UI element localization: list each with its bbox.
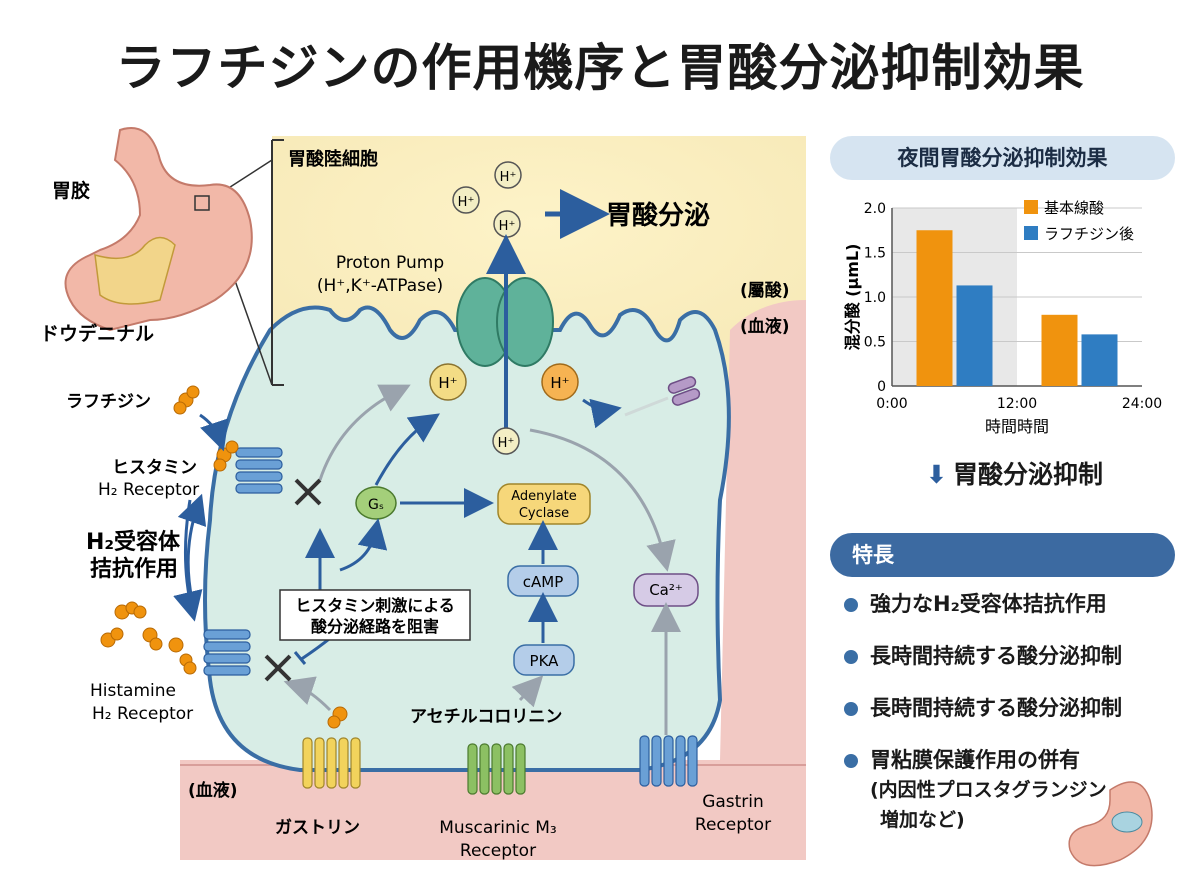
channel	[667, 376, 701, 406]
blood-region	[180, 300, 806, 860]
h2-receptor-top	[235, 447, 283, 494]
svg-text:Cyclase: Cyclase	[519, 506, 569, 521]
svg-text:Adenylate: Adenylate	[511, 489, 577, 504]
feature-item: 長時間持続する酸分泌抑制	[838, 642, 1178, 670]
legend-label: 基本線酸	[1044, 199, 1104, 217]
small-stomach-illustration	[1068, 781, 1153, 867]
feature-item: 強力なH₂受容体拮抗作用	[838, 590, 1178, 618]
lumen-label: (屬酸)	[740, 280, 790, 301]
down-arrow-icon: ⬇	[926, 460, 947, 489]
gastrin-receptor-label-2: Receptor	[695, 815, 771, 835]
blood-label-top: (血液)	[740, 316, 790, 337]
bar	[1081, 334, 1118, 386]
legend-swatch	[1024, 226, 1038, 240]
gs-node: Gₛ	[355, 486, 397, 520]
x-axis-label: 時間時間	[985, 417, 1049, 436]
histamine-en-label: Histamine	[90, 681, 176, 701]
gastrin-receptor-blue	[639, 735, 698, 787]
blood-label-bottom: (血液)	[188, 780, 238, 801]
histamine-jp-label: ヒスタミン	[112, 458, 197, 478]
bar	[916, 230, 953, 386]
legend-label: ラフチジン後	[1044, 225, 1134, 243]
page-title: ラフチジンの作用機序と胃酸分泌抑制効果	[115, 39, 1085, 97]
adenylate-cyclase: Adenylate Cyclase	[497, 483, 591, 525]
proton-pump	[456, 277, 554, 367]
suppress-label: ⬇胃酸分泌抑制	[926, 460, 1103, 489]
y-tick-label: 1.0	[864, 290, 886, 306]
block-label-1: ヒスタミン刺激による	[295, 596, 455, 615]
svg-text:H⁺: H⁺	[498, 436, 515, 451]
svg-text:H⁺: H⁺	[458, 195, 475, 210]
features-title: 特長	[830, 533, 1175, 577]
lafutidine-molecules	[100, 385, 348, 729]
svg-text:H⁺: H⁺	[499, 219, 516, 234]
block-x-top	[294, 478, 322, 506]
svg-text:H⁺: H⁺	[438, 374, 457, 392]
right-panel: 夜間胃酸分泌抑制効果	[830, 136, 1175, 180]
stomach-illustration	[64, 127, 253, 332]
feature-item: 胃粘膜保護作用の併有 (内因性プロスタグランジン 増加など)	[838, 746, 1178, 834]
muscarinic-label-2: Receptor	[460, 841, 536, 861]
svg-text:Gₛ: Gₛ	[368, 497, 384, 513]
cell-label: 胃酸陸細胞	[288, 148, 378, 170]
bar	[1041, 314, 1078, 386]
chart-title: 夜間胃酸分泌抑制効果	[830, 136, 1175, 180]
antagonism-label-1: H₂受容体	[86, 529, 181, 555]
svg-text:H⁺: H⁺	[550, 374, 569, 392]
x-tick-label: 24:00	[1122, 396, 1162, 412]
acetylcholine-label: アセチルコロリニン	[410, 707, 562, 727]
bullet-icon	[844, 754, 858, 768]
block-label-2: 酸分泌経路を阻害	[311, 617, 439, 636]
h2-receptor-bottom	[203, 629, 251, 676]
gastrin-receptor-yellow	[302, 737, 361, 789]
acid-secretion-label: 胃酸分泌	[606, 201, 710, 231]
acid-chart: 0 0.5 1.0 1.5 2.0 0:00 12:00 24:00 基本線酸ラフチジン後時間時…	[843, 199, 1162, 436]
pka-node: PKA	[513, 644, 575, 676]
feature-sub: (内因性プロスタグランジン	[870, 779, 1107, 801]
y-tick-label: 0	[877, 379, 886, 395]
svg-text:Ca²⁺: Ca²⁺	[649, 581, 683, 599]
x-tick-label: 0:00	[876, 396, 907, 412]
features-list: 強力なH₂受容体拮抗作用 長時間持続する酸分泌抑制 長時間持続する酸分泌抑制 胃…	[838, 590, 1178, 858]
y-tick-label: 0.5	[864, 335, 886, 351]
cell-h-ions: H⁺ H⁺ H⁺	[429, 363, 579, 455]
bar	[956, 285, 993, 386]
muscarinic-receptor	[467, 743, 526, 795]
bullet-icon	[844, 650, 858, 664]
x-tick-label: 12:00	[997, 396, 1037, 412]
svg-text:cAMP: cAMP	[523, 573, 564, 591]
bullet-icon	[844, 598, 858, 612]
svg-text:PKA: PKA	[530, 652, 560, 670]
parietal-cell	[203, 305, 731, 772]
ca-node: Ca²⁺	[633, 573, 699, 607]
svg-text:(H⁺,K⁺-ATPase): (H⁺,K⁺-ATPase)	[317, 276, 443, 296]
y-axis-label: 混分酸 (μmL)	[843, 244, 862, 351]
legend-swatch	[1024, 200, 1038, 214]
stomach-label: 胃胶	[52, 179, 90, 202]
muscarinic-label-1: Muscarinic M₃	[439, 818, 557, 838]
duodenum-label: ドウデニナル	[40, 322, 154, 345]
bullet-icon	[844, 702, 858, 716]
antagonism-label-2: 拮抗作用	[90, 556, 178, 582]
gastrin-receptor-label-1: Gastrin	[702, 792, 764, 812]
svg-text:H⁺: H⁺	[500, 170, 517, 185]
lafutidine-label: ラフチジン	[66, 392, 151, 412]
block-x-bottom	[264, 654, 292, 682]
camp-node: cAMP	[507, 565, 579, 597]
y-tick-label: 1.5	[864, 246, 886, 262]
feature-item: 長時間持続する酸分泌抑制	[838, 694, 1178, 722]
proton-pump-label: Proton Pump	[336, 253, 444, 273]
lumen-h-ions: H⁺ H⁺ H⁺	[452, 161, 522, 238]
features-panel: 特長	[830, 533, 1175, 577]
block-label-box	[279, 589, 471, 641]
h2-receptor2-label: H₂ Receptor	[92, 704, 193, 724]
h2-receptor-label: H₂ Receptor	[98, 480, 199, 500]
y-tick-label: 2.0	[864, 201, 886, 217]
feature-sub2: 増加など)	[880, 809, 965, 831]
gastrin-label: ガストリン	[275, 818, 360, 838]
